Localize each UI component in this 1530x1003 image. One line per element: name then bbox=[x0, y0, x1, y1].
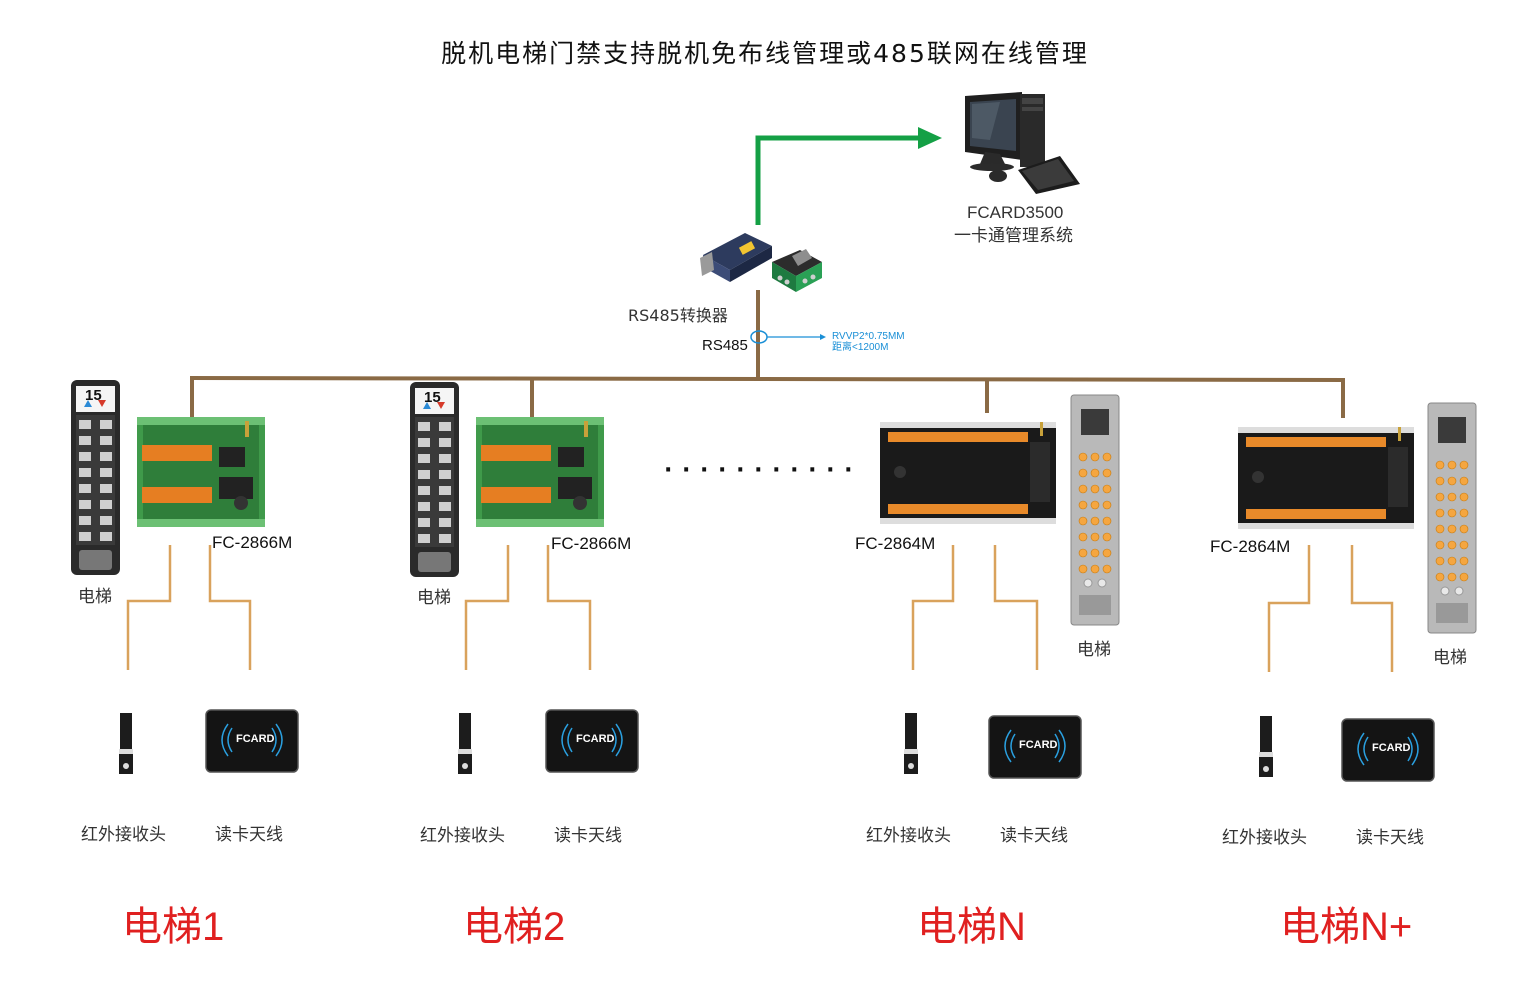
elevator-label: 电梯 bbox=[78, 587, 112, 607]
cable-spec-line2: 距离<1200M bbox=[832, 342, 889, 353]
card-reader-label: 读卡天线 bbox=[554, 826, 622, 846]
card-reader-icon bbox=[205, 709, 1435, 782]
ir-receiver-label: 红外接收头 bbox=[81, 825, 166, 845]
more-elevators-ellipsis: · · · · · · · · · · · bbox=[664, 458, 854, 483]
controller-model: FC-2864M bbox=[855, 534, 936, 553]
reader-brand: FCARD bbox=[1019, 739, 1058, 751]
rs485-bus bbox=[189, 290, 1346, 418]
cable-spec-line1: RVVP2*0.75MM bbox=[832, 331, 905, 342]
panel-floor-display: 15 bbox=[85, 387, 102, 404]
card-reader-label: 读卡天线 bbox=[1356, 828, 1424, 848]
cable-spec-callout bbox=[750, 330, 826, 344]
network-arrow bbox=[755, 127, 942, 225]
elevator-panel-4 bbox=[1427, 402, 1477, 634]
reader-brand: FCARD bbox=[576, 733, 615, 745]
controller-model: FC-2864M bbox=[1210, 537, 1291, 556]
converter-label: RS485转换器 bbox=[628, 306, 728, 325]
pc-workstation-icon bbox=[965, 92, 1080, 194]
ir-receiver-label: 红外接收头 bbox=[420, 826, 505, 846]
group-label: 电梯1 bbox=[122, 905, 225, 949]
reader-brand: FCARD bbox=[236, 733, 275, 745]
rs485-converter-icon bbox=[700, 233, 822, 292]
bus-label: RS485 bbox=[702, 337, 748, 354]
page-title: 脱机电梯门禁支持脱机免布线管理或485联网在线管理 bbox=[441, 39, 1089, 68]
group-label: 电梯2 bbox=[463, 905, 566, 949]
reader-brand: FCARD bbox=[1372, 742, 1411, 754]
controller-board-4 bbox=[1238, 427, 1414, 529]
elevator-panel-1 bbox=[71, 380, 120, 575]
pc-name: FCARD3500 bbox=[967, 203, 1064, 222]
controller-board-3 bbox=[880, 422, 1056, 524]
group-label: 电梯N+ bbox=[1280, 905, 1413, 949]
controller-board-1 bbox=[137, 417, 265, 527]
elevator-panel-2 bbox=[410, 382, 459, 577]
panel-floor-display: 15 bbox=[424, 389, 441, 406]
controller-model: FC-2866M bbox=[551, 534, 632, 553]
pc-subtitle: 一卡通管理系统 bbox=[954, 226, 1073, 246]
controller-model: FC-2866M bbox=[212, 533, 293, 552]
ir-receiver-icon bbox=[119, 713, 1273, 777]
device-wires bbox=[126, 545, 1394, 672]
group-label: 电梯N bbox=[917, 905, 1026, 949]
controller-board-2 bbox=[476, 417, 604, 527]
ir-receiver-label: 红外接收头 bbox=[1222, 828, 1307, 848]
card-reader-label: 读卡天线 bbox=[215, 825, 283, 845]
elevator-panel-3 bbox=[1070, 394, 1120, 626]
ir-receiver-label: 红外接收头 bbox=[866, 826, 951, 846]
elevator-label: 电梯 bbox=[1433, 648, 1467, 668]
card-reader-label: 读卡天线 bbox=[1000, 826, 1068, 846]
elevator-label: 电梯 bbox=[417, 588, 451, 608]
elevator-label: 电梯 bbox=[1077, 640, 1111, 660]
